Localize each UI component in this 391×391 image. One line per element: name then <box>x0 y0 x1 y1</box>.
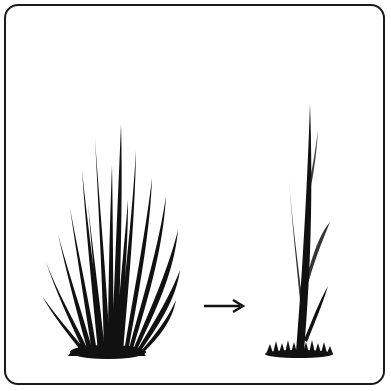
grass-tuft-icon <box>42 124 180 359</box>
grass-stalk-icon <box>265 104 333 358</box>
arrow-right-icon <box>204 300 243 312</box>
